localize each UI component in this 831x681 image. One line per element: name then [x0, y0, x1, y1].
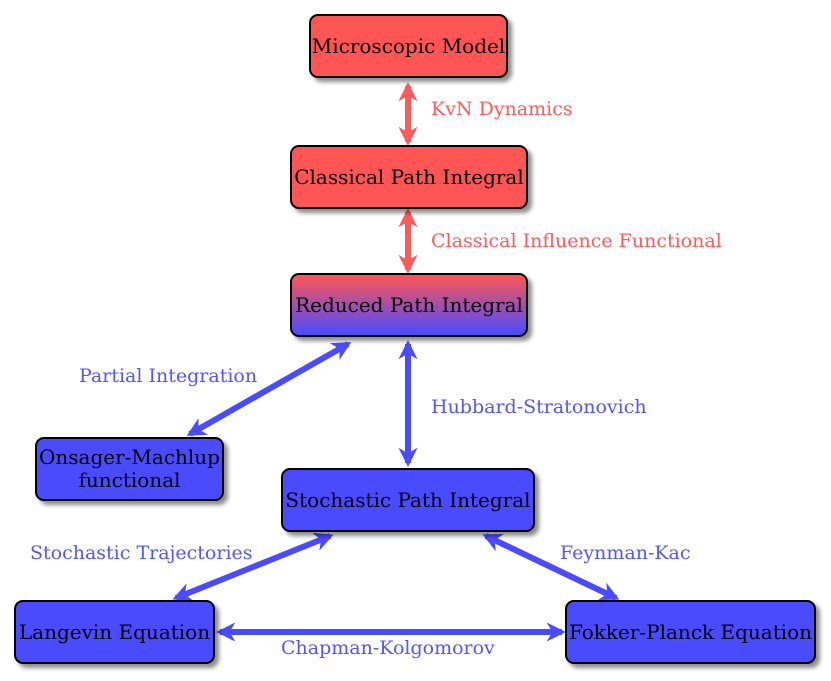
- edge-label-stochastic-trajectories: Stochastic Trajectories: [30, 542, 253, 564]
- edge-label-hubbard-stratonovich: Hubbard-Stratonovich: [431, 396, 647, 418]
- edge-label-partial-integration: Partial Integration: [79, 365, 258, 387]
- arrow-reduced-onsager: [186, 341, 352, 437]
- node-stochastic-path-integral: Stochastic Path Integral: [281, 468, 535, 532]
- node-classical-path-integral: Classical Path Integral: [290, 145, 528, 209]
- edge-label-feynman-kac: Feynman-Kac: [560, 542, 691, 564]
- arrow-stochastic-fokker: [482, 533, 620, 601]
- node-langevin-equation: Langevin Equation: [14, 600, 215, 664]
- node-reduced-path-integral: Reduced Path Integral: [290, 273, 528, 337]
- edge-label-kvn-dynamics: KvN Dynamics: [431, 98, 573, 120]
- node-onsager-machlup-functional: Onsager-Machlup functional: [35, 437, 224, 501]
- edge-label-chapman-kolgomorov: Chapman-Kolgomorov: [281, 637, 495, 659]
- node-fokker-planck-equation: Fokker-Planck Equation: [565, 600, 816, 664]
- node-microscopic-model: Microscopic Model: [309, 14, 508, 78]
- arrow-stochastic-langevin: [172, 532, 334, 602]
- edge-label-classical-influence-functional: Classical Influence Functional: [431, 230, 722, 252]
